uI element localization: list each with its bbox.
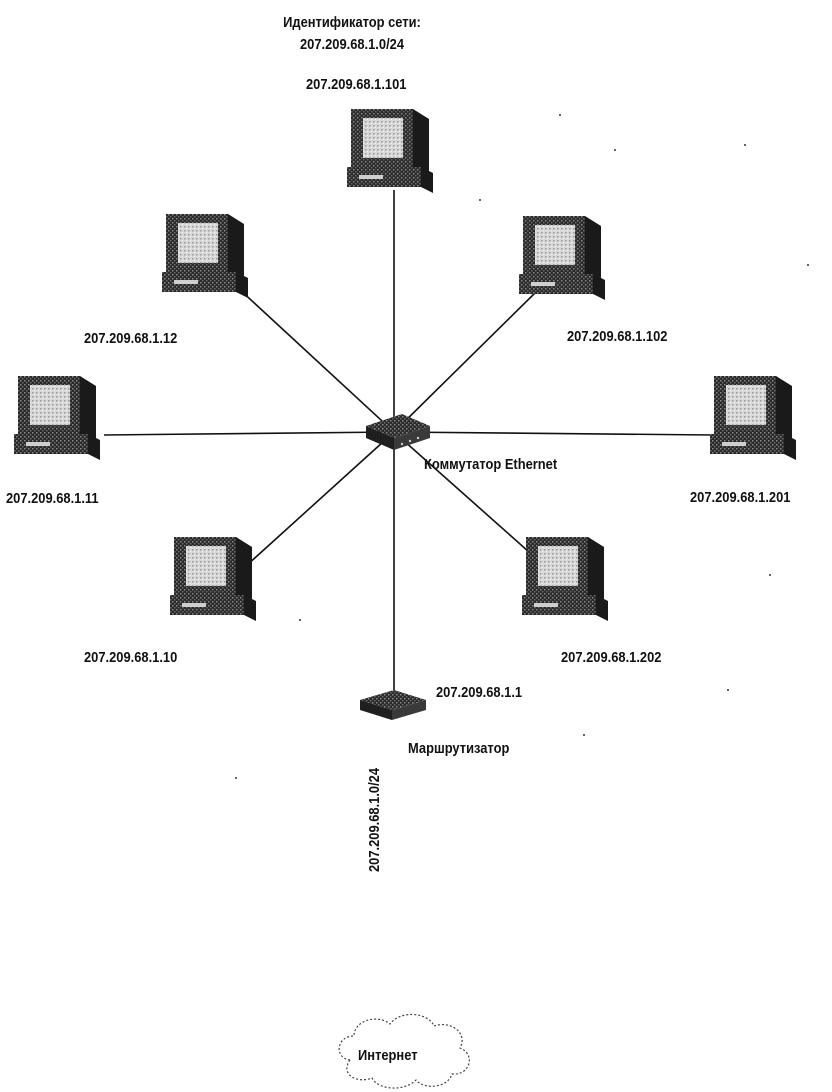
switch-label: Коммутатор Ethernet: [424, 457, 557, 472]
pc-101-ip: 207.209.68.1.101: [306, 77, 406, 92]
computer-icon: [520, 533, 612, 627]
pc-10-ip: 207.209.68.1.10: [84, 650, 177, 665]
pc-202-ip: 207.209.68.1.202: [561, 650, 661, 665]
pc-11-ip: 207.209.68.1.11: [6, 491, 99, 506]
network-id-value: 207.209.68.1.0/24: [266, 34, 438, 56]
switch-icon: [362, 408, 434, 454]
internet-label: Интернет: [358, 1048, 418, 1063]
link-pc-11: [104, 432, 394, 435]
computer-icon: [517, 212, 609, 306]
router-label: Маршрутизатор: [408, 741, 509, 756]
router-icon: [356, 686, 430, 726]
computer-icon: [708, 372, 800, 466]
pc-12-ip: 207.209.68.1.12: [84, 331, 177, 346]
wan-link-label: 207.209.68.1.0/24: [366, 768, 383, 872]
computer-icon: [168, 533, 260, 627]
pc-102-ip: 207.209.68.1.102: [567, 329, 667, 344]
computer-icon: [345, 105, 437, 199]
link-pc-201: [394, 432, 714, 435]
computer-icon: [12, 372, 104, 466]
router-ip: 207.209.68.1.1: [436, 685, 522, 700]
pc-201-ip: 207.209.68.1.201: [690, 490, 790, 505]
network-id-label: Идентификатор сети:: [266, 12, 438, 34]
computer-icon: [160, 210, 252, 304]
network-id-block: Идентификатор сети: 207.209.68.1.0/24: [266, 12, 438, 56]
